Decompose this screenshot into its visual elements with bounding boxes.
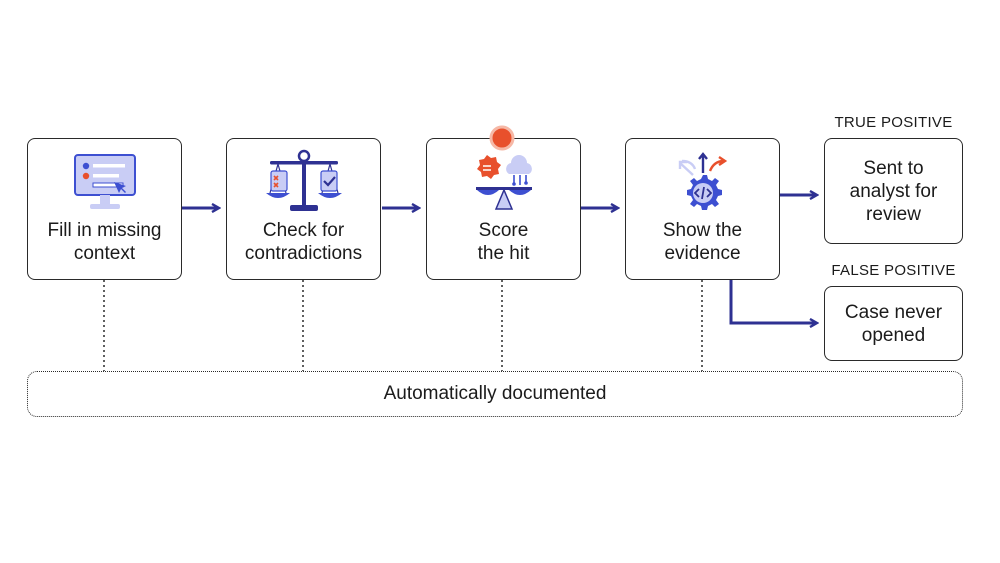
step-label: Score the hit — [477, 220, 530, 264]
computer-checklist-icon — [28, 149, 181, 215]
false-positive-heading: FALSE POSITIVE — [831, 262, 956, 279]
step-fill-context: Fill in missing context — [27, 138, 182, 280]
arrow-to-false-positive — [729, 280, 816, 323]
step-label: Show the evidence — [662, 220, 743, 264]
outcome-false-positive: Case never opened — [824, 286, 963, 361]
balance-scale-icon — [227, 149, 380, 215]
outcome-true-positive: Sent to analyst for review — [824, 138, 963, 244]
step-label: Fill in missing context — [47, 220, 162, 264]
code-gear-arrows-icon — [626, 149, 779, 215]
step-label: Check for contradictions — [244, 220, 363, 264]
true-positive-heading: TRUE POSITIVE — [834, 114, 953, 131]
step-check-contradictions: Check for contradictions — [226, 138, 381, 280]
step-score-hit: Score the hit — [426, 138, 581, 280]
scoring-scale-icon — [427, 149, 580, 215]
step-show-evidence: Show the evidence — [625, 138, 780, 280]
auto-documented-bar: Automatically documented — [27, 371, 963, 417]
auto-documented-label: Automatically documented — [383, 383, 607, 404]
